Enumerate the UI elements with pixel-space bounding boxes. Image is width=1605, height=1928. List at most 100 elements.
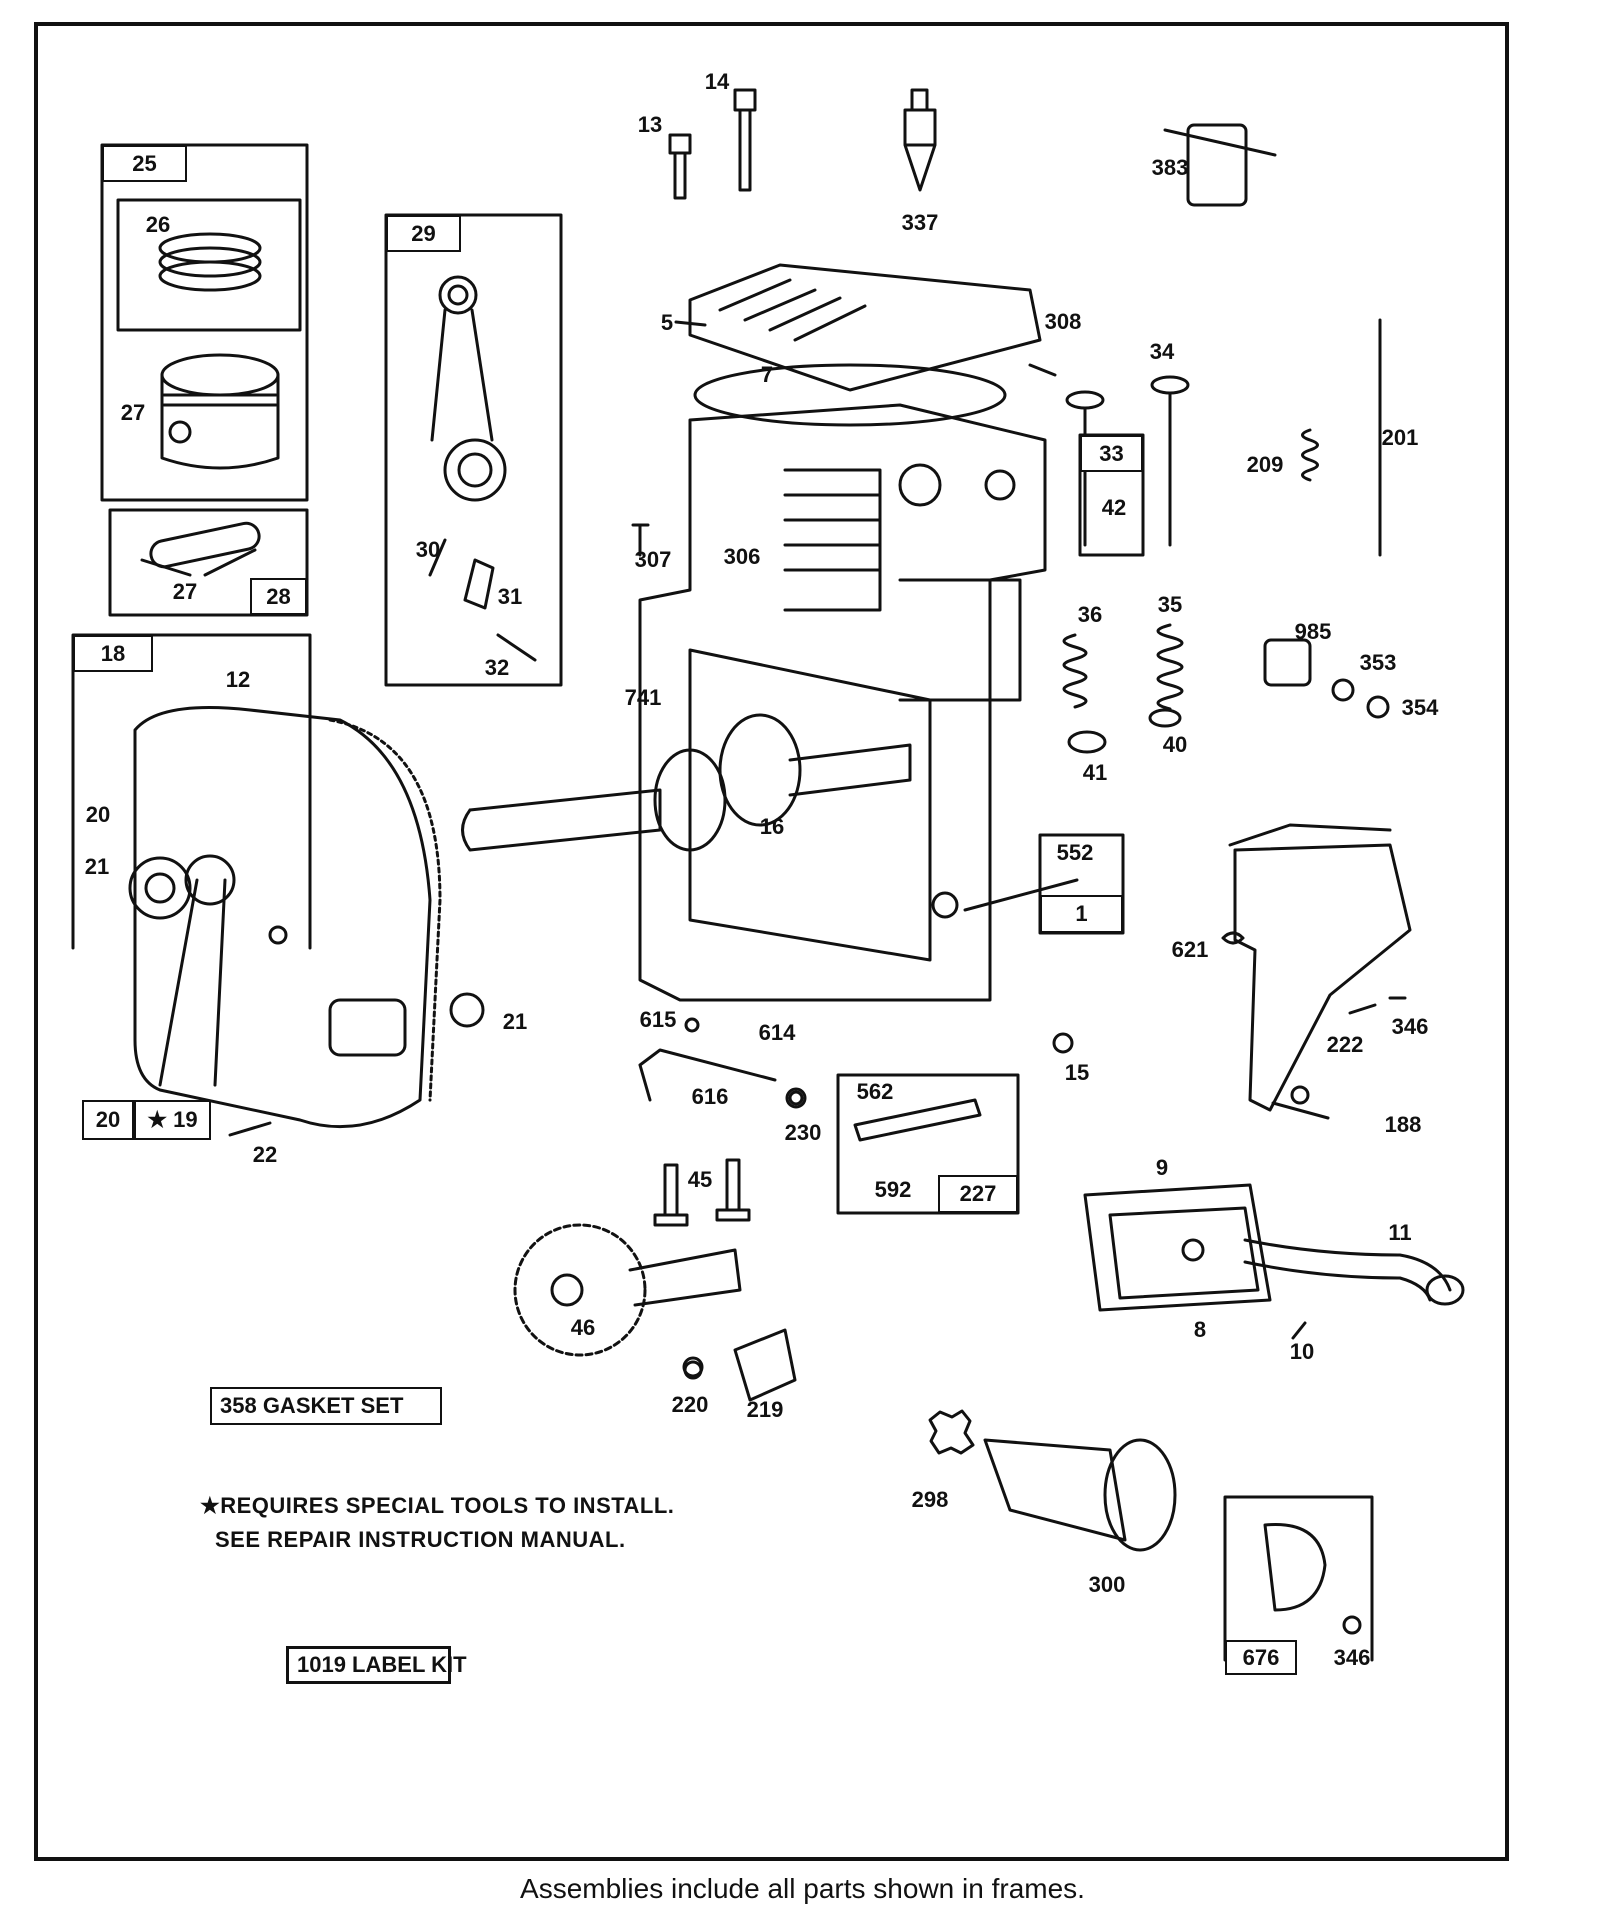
part-552: 552 bbox=[1056, 840, 1094, 865]
washer-230 bbox=[785, 1087, 807, 1109]
label-kit-box: 1019 LABEL KIT bbox=[286, 1646, 467, 1684]
diagram-caption: Assemblies include all parts shown in fr… bbox=[520, 1873, 1085, 1904]
part-34: 34 bbox=[1149, 339, 1175, 364]
part-22: 22 bbox=[252, 1142, 278, 1167]
connecting-rod-frame bbox=[384, 213, 563, 687]
part-13: 13 bbox=[637, 112, 663, 137]
frame-label-676: 676 bbox=[1225, 1640, 1297, 1675]
part-201: 201 bbox=[1381, 425, 1419, 450]
part-219: 219 bbox=[746, 1397, 784, 1422]
part-8: 8 bbox=[1193, 1317, 1207, 1342]
part-346-deflector: 346 bbox=[1333, 1645, 1371, 1670]
part-41: 41 bbox=[1082, 760, 1108, 785]
part-354: 354 bbox=[1401, 695, 1439, 720]
part-209: 209 bbox=[1246, 452, 1284, 477]
part-562: 562 bbox=[856, 1079, 894, 1104]
part-11: 11 bbox=[1388, 1220, 1412, 1245]
part-36: 36 bbox=[1077, 602, 1103, 627]
deflector-frame bbox=[1223, 1495, 1374, 1662]
piston-assembly-frame bbox=[100, 143, 309, 502]
screw-10 bbox=[1291, 1321, 1307, 1340]
part-14: 14 bbox=[704, 69, 730, 94]
cylinder-block bbox=[638, 403, 1047, 1002]
control-bracket bbox=[1228, 823, 1412, 1112]
screw-188 bbox=[1271, 1101, 1330, 1120]
frame-label-33: 33 bbox=[1080, 435, 1143, 472]
part-30: 30 bbox=[415, 537, 441, 562]
part-592: 592 bbox=[874, 1177, 912, 1202]
governor-crank bbox=[638, 1017, 804, 1106]
special-tools-note: ★REQUIRES SPECIAL TOOLS TO INSTALL. bbox=[200, 1493, 675, 1518]
head-bolts bbox=[668, 88, 757, 200]
spark-plug bbox=[903, 88, 937, 192]
part-188: 188 bbox=[1384, 1112, 1422, 1137]
part-12: 12 bbox=[225, 667, 251, 692]
part-383: 383 bbox=[1151, 155, 1189, 180]
crankcase-cover-frame bbox=[71, 633, 485, 1129]
part-306: 306 bbox=[723, 544, 761, 569]
frame-label-29: 29 bbox=[386, 215, 461, 252]
wrist-pin-frame bbox=[108, 508, 309, 617]
muffler bbox=[928, 1409, 1177, 1552]
part-46: 46 bbox=[570, 1315, 596, 1340]
spark-plug-wrench bbox=[1163, 123, 1277, 207]
part-615: 615 bbox=[639, 1007, 677, 1032]
part-40: 40 bbox=[1162, 732, 1188, 757]
part-21-plug: 21 bbox=[502, 1009, 528, 1034]
part-9: 9 bbox=[1155, 1155, 1169, 1180]
part-985: 985 bbox=[1294, 619, 1332, 644]
part-616: 616 bbox=[691, 1084, 729, 1109]
part-45: 45 bbox=[687, 1167, 713, 1192]
part-346-bracket: 346 bbox=[1391, 1014, 1429, 1039]
screw-22 bbox=[228, 1121, 272, 1137]
frame-label-20: 20 bbox=[82, 1100, 134, 1140]
clip-621 bbox=[1221, 931, 1245, 945]
frame-label-19: ★ 19 bbox=[134, 1100, 211, 1140]
part-32: 32 bbox=[484, 655, 510, 680]
part-35: 35 bbox=[1157, 592, 1183, 617]
part-230: 230 bbox=[784, 1120, 822, 1145]
part-26: 26 bbox=[145, 212, 171, 237]
part-353: 353 bbox=[1359, 650, 1397, 675]
plug-15 bbox=[1052, 1032, 1074, 1054]
tappets bbox=[653, 1158, 751, 1227]
diagram-frame bbox=[34, 22, 1509, 1861]
repair-manual-note: SEE REPAIR INSTRUCTION MANUAL. bbox=[215, 1527, 626, 1552]
frame-label-18: 18 bbox=[73, 635, 153, 672]
part-614: 614 bbox=[758, 1020, 796, 1045]
gasket-set-box: 358 GASKET SET bbox=[210, 1387, 442, 1425]
part-5: 5 bbox=[660, 310, 674, 335]
part-337: 337 bbox=[901, 210, 939, 235]
part-16: 16 bbox=[759, 814, 785, 839]
frame-label-25: 25 bbox=[102, 145, 187, 182]
frame-label-28: 28 bbox=[250, 578, 307, 615]
part-27-piston: 27 bbox=[120, 400, 146, 425]
screw-307 bbox=[631, 523, 650, 557]
part-20: 20 bbox=[85, 802, 111, 827]
part-222: 222 bbox=[1326, 1032, 1364, 1057]
part-42: 42 bbox=[1101, 495, 1127, 520]
part-27-pin: 27 bbox=[172, 579, 198, 604]
crankshaft bbox=[461, 713, 912, 852]
washer-220 bbox=[682, 1356, 704, 1378]
screw-346 bbox=[1348, 996, 1407, 1015]
part-741: 741 bbox=[624, 685, 662, 710]
governor-frame bbox=[836, 1073, 1020, 1215]
stop-switch bbox=[1263, 638, 1390, 719]
part-7: 7 bbox=[760, 362, 774, 387]
part-31: 31 bbox=[497, 584, 523, 609]
frame-552 bbox=[1038, 833, 1125, 935]
part-21-cover: 21 bbox=[84, 854, 110, 879]
breather-assembly bbox=[1083, 1183, 1465, 1312]
valve-springs bbox=[1062, 318, 1382, 754]
part-307: 307 bbox=[634, 547, 672, 572]
frame-label-1: 1 bbox=[1040, 895, 1123, 933]
frame-label-227: 227 bbox=[938, 1175, 1018, 1213]
part-10: 10 bbox=[1289, 1339, 1315, 1364]
part-308: 308 bbox=[1044, 309, 1082, 334]
part-298: 298 bbox=[911, 1487, 949, 1512]
part-15: 15 bbox=[1064, 1060, 1090, 1085]
part-220: 220 bbox=[671, 1392, 709, 1417]
part-621: 621 bbox=[1171, 937, 1209, 962]
